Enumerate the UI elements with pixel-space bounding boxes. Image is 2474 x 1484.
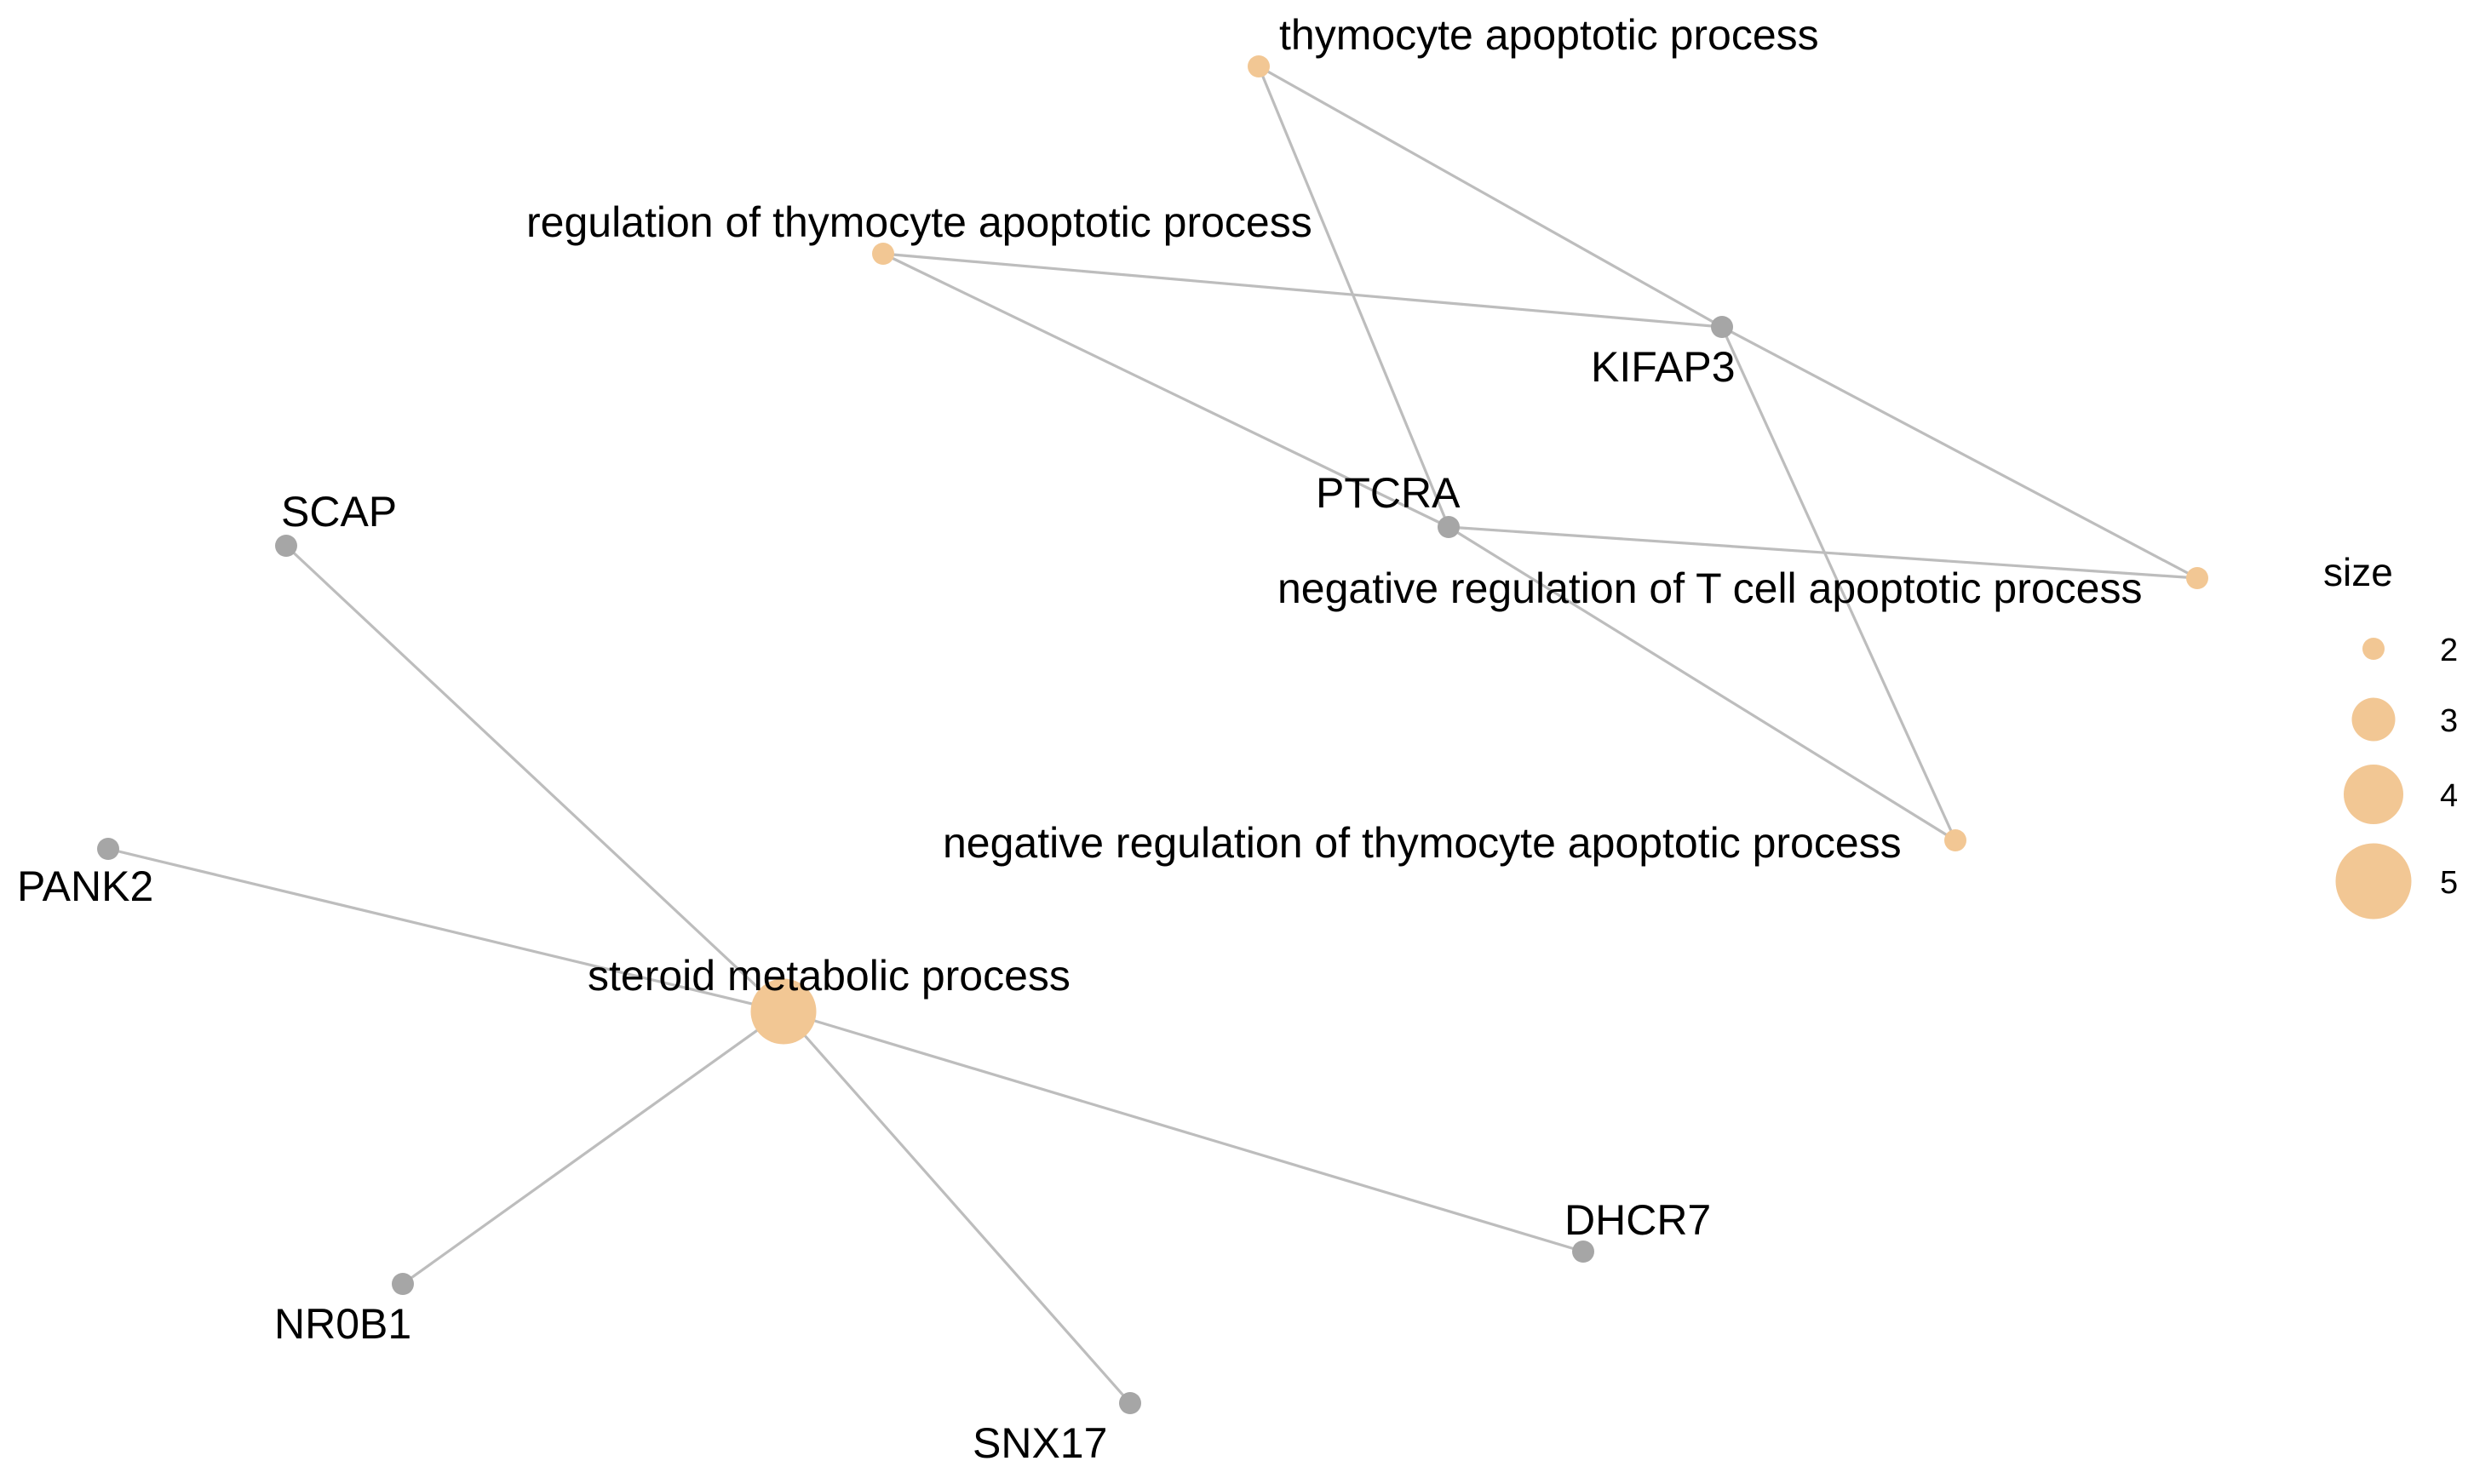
edge-reg_thymocyte-PTCRA xyxy=(882,252,1449,529)
edge-SCAP-steroid xyxy=(284,544,785,1013)
gene-node-scap xyxy=(275,535,297,557)
node-label-neg_thymocyte: negative regulation of thymocyte apoptot… xyxy=(943,819,1902,867)
node-label-pank2: PANK2 xyxy=(17,862,153,910)
legend-key-5 xyxy=(2335,843,2412,920)
node-label-neg_tcell: negative regulation of T cell apoptotic … xyxy=(1277,564,2142,612)
gene-node-kifap3 xyxy=(1711,316,1733,338)
term-node-neg_thymocyte xyxy=(1944,829,1966,851)
gene-node-ptcra xyxy=(1438,516,1460,538)
legend-key-2 xyxy=(2362,638,2385,660)
node-label-snx17: SNX17 xyxy=(973,1419,1107,1467)
edge-reg_thymocyte-KIFAP3 xyxy=(882,252,1723,329)
legend-key-3 xyxy=(2351,697,2396,742)
node-label-ptcra: PTCRA xyxy=(1316,469,1461,517)
legend-title: size xyxy=(2323,550,2393,594)
edge-PTCRA-neg_tcell xyxy=(1448,525,2198,580)
label-layer: thymocyte apoptotic process regulation of… xyxy=(17,11,2142,1467)
edge-steroid-NR0B1 xyxy=(402,1010,784,1286)
edge-layer xyxy=(107,65,2198,1405)
node-label-scap: SCAP xyxy=(281,488,397,536)
edge-PANK2-steroid xyxy=(107,847,784,1013)
edge-steroid-DHCR7 xyxy=(783,1010,1584,1253)
node-label-reg_thymocyte: regulation of thymocyte apoptotic proces… xyxy=(526,198,1312,246)
legend-label-5: 5 xyxy=(2440,865,2458,901)
node-layer xyxy=(97,55,2208,1414)
gene-node-nr0b1 xyxy=(392,1273,414,1295)
legend-label-4: 4 xyxy=(2440,778,2458,814)
node-label-nr0b1: NR0B1 xyxy=(274,1300,411,1348)
legend-label-3: 3 xyxy=(2440,703,2458,739)
term-node-neg_tcell xyxy=(2186,567,2208,589)
gene-node-snx17 xyxy=(1119,1392,1141,1414)
node-label-dhcr7: DHCR7 xyxy=(1564,1196,1711,1244)
edge-thymocyte-KIFAP3 xyxy=(1258,65,1723,329)
edge-KIFAP3-neg_thymocyte xyxy=(1720,326,1957,841)
edge-thymocyte-PTCRA xyxy=(1257,66,1450,528)
gene-node-pank2 xyxy=(97,838,119,860)
term-node-steroid xyxy=(750,978,817,1045)
legend-key-4 xyxy=(2344,765,2403,824)
node-label-kifap3: KIFAP3 xyxy=(1591,343,1736,391)
gene-node-dhcr7 xyxy=(1572,1240,1594,1263)
edge-PTCRA-neg_thymocyte xyxy=(1448,525,1956,842)
node-label-thymocyte: thymocyte apoptotic process xyxy=(1279,11,1819,59)
edge-steroid-SNX17 xyxy=(782,1010,1132,1405)
term-node-reg_thymocyte xyxy=(872,243,894,265)
node-label-steroid: steroid metabolic process xyxy=(588,952,1071,1000)
legend-label-2: 2 xyxy=(2440,633,2458,668)
term-node-thymocyte xyxy=(1248,55,1270,77)
size-legend: size 2 3 4 5 xyxy=(2323,550,2458,920)
edge-KIFAP3-neg_tcell xyxy=(1721,325,2198,580)
